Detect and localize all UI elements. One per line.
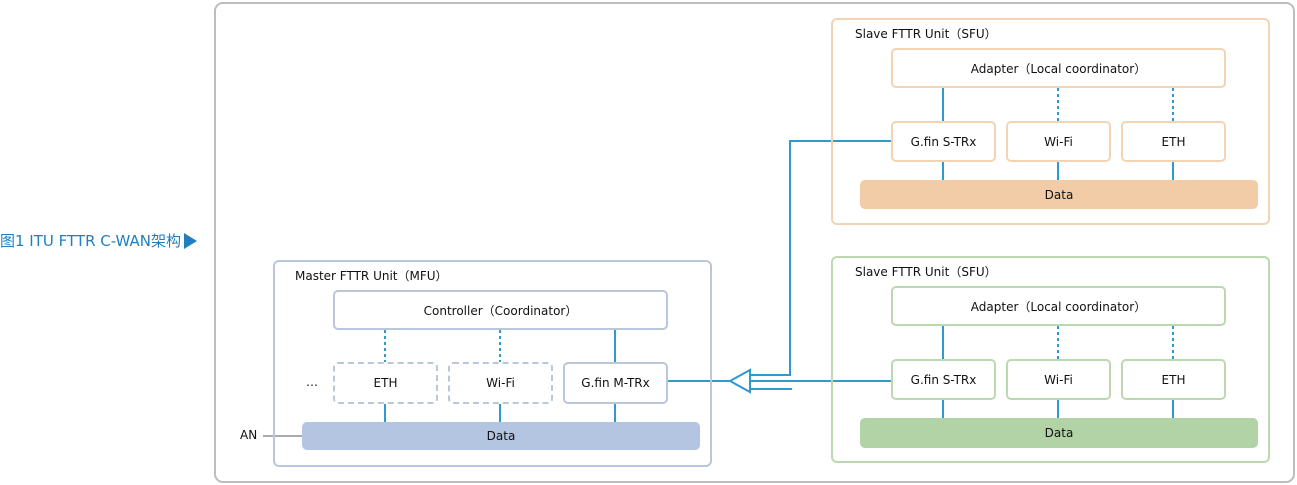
sfu-bottom-data-label: Data xyxy=(1044,426,1074,440)
sfu-bottom-eth-box: ETH xyxy=(1121,359,1226,400)
mfu-gfin-label: G.fin M-TRx xyxy=(581,376,650,390)
mfu-title: Master FTTR Unit（MFU） xyxy=(295,269,448,283)
mfu-gfin-box: G.fin M-TRx xyxy=(563,362,668,404)
sfu-top-unit xyxy=(831,18,1270,225)
sfu-top-gfin-label: G.fin S-TRx xyxy=(910,134,977,149)
sfu-top-adapter-box: Adapter（Local coordinator） xyxy=(891,48,1226,88)
fiber-link-to-sfu-top xyxy=(750,140,893,376)
sfu-top-wifi-box: Wi-Fi xyxy=(1006,121,1111,162)
splitter-icon xyxy=(727,368,751,394)
sfu-top-gfin-box: G.fin S-TRx xyxy=(891,121,996,162)
mfu-wifi-box: Wi-Fi xyxy=(448,362,553,404)
sfu-bottom-data-bar: Data xyxy=(860,418,1258,448)
sfu-bottom-adapter-box: Adapter（Local coordinator） xyxy=(891,286,1226,326)
sfu-bottom-title: Slave FTTR Unit（SFU） xyxy=(855,265,997,279)
figure-caption-text: 图1 ITU FTTR C-WAN架构 xyxy=(0,232,182,250)
mfu-controller-box: Controller（Coordinator） xyxy=(333,290,668,330)
diagram-frame xyxy=(214,2,1295,483)
sfu-top-eth-label: ETH xyxy=(1161,134,1186,149)
mfu-unit xyxy=(273,260,712,467)
sfu-top-eth-box: ETH xyxy=(1121,121,1226,162)
sfu-top-data-bar: Data xyxy=(860,180,1258,209)
mfu-eth-box: ETH xyxy=(333,362,438,404)
caption-arrow-icon xyxy=(184,233,198,249)
sfu-bottom-gfin-label: G.fin S-TRx xyxy=(910,372,977,387)
sfu-bottom-adapter-label: Adapter（Local coordinator） xyxy=(970,299,1147,314)
sfu-top-title: Slave FTTR Unit（SFU） xyxy=(855,27,997,41)
mfu-ellipsis: … xyxy=(306,375,318,389)
sfu-top-data-label: Data xyxy=(1044,187,1074,202)
mfu-eth-label: ETH xyxy=(373,376,398,390)
sfu-bottom-wifi-label: Wi-Fi xyxy=(1044,372,1073,387)
sfu-top-adapter-label: Adapter（Local coordinator） xyxy=(970,61,1147,76)
sfu-bottom-gfin-box: G.fin S-TRx xyxy=(891,359,996,400)
an-label: AN xyxy=(240,428,258,442)
figure-caption: 图1 ITU FTTR C-WAN架构 xyxy=(0,229,198,253)
sfu-bottom-unit xyxy=(831,256,1270,463)
mfu-data-label: Data xyxy=(486,429,516,443)
sfu-bottom-eth-label: ETH xyxy=(1161,372,1186,387)
mfu-controller-label: Controller（Coordinator） xyxy=(423,303,578,318)
mfu-data-bar: Data xyxy=(302,422,700,450)
sfu-top-wifi-label: Wi-Fi xyxy=(1044,134,1073,149)
mfu-wifi-label: Wi-Fi xyxy=(486,376,515,390)
sfu-bottom-wifi-box: Wi-Fi xyxy=(1006,359,1111,400)
